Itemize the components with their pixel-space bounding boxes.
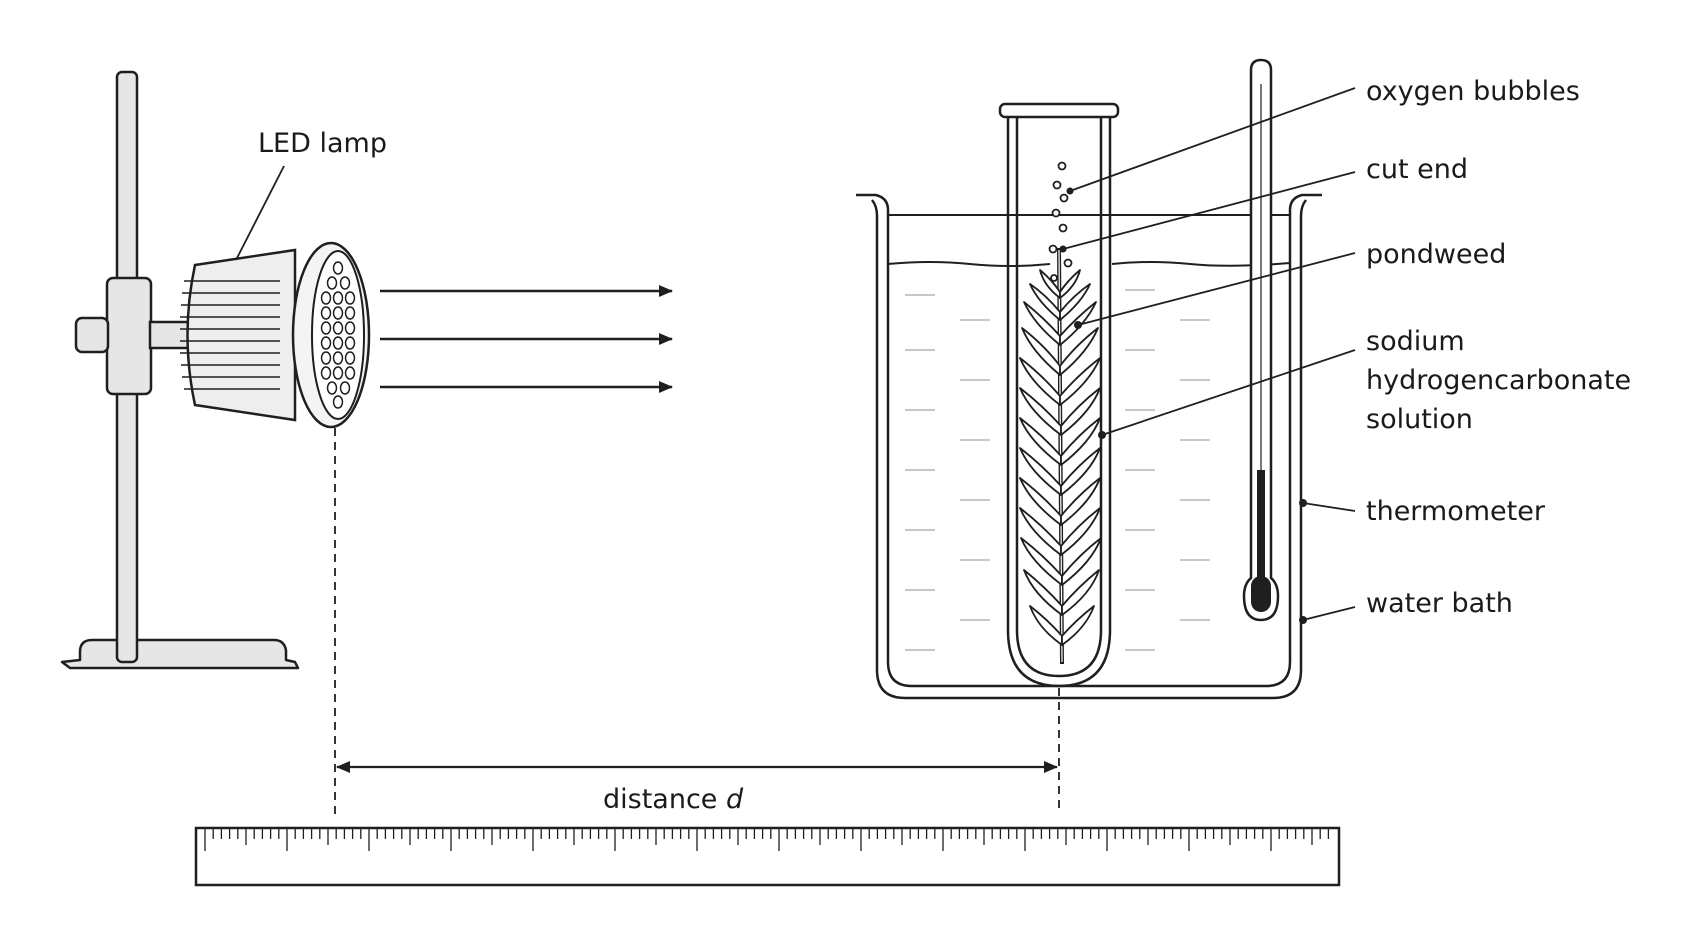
leader-water-bath: [1302, 606, 1356, 621]
test-tube-outer: [1006, 117, 1112, 688]
ruler-ticks: [204, 829, 1330, 851]
label-distance: distance d: [603, 784, 744, 815]
thermometer-bulb: [1251, 576, 1271, 612]
thermometer-liquid: [1257, 470, 1265, 582]
stand-base: [60, 638, 300, 670]
leader-thermometer: [1302, 502, 1356, 512]
bubble: [1058, 223, 1068, 233]
lamp-fins: [180, 280, 280, 390]
label-distance-prefix: distance: [603, 784, 726, 815]
lamp-body: [186, 248, 297, 422]
ruler: [194, 826, 1341, 887]
label-water-bath: water bath: [1366, 588, 1513, 619]
bubble: [1048, 244, 1058, 254]
oxygen-bubbles: [1048, 161, 1073, 282]
bubble: [1051, 208, 1061, 218]
bubble: [1052, 180, 1062, 190]
clamp-boss: [105, 276, 153, 396]
leader-led-lamp: [235, 165, 285, 261]
thermometer: [1242, 58, 1280, 622]
water-dashes: [905, 289, 1210, 651]
water-surface: [887, 261, 1291, 267]
retort-stand: [60, 70, 300, 670]
leader-solution: [1101, 349, 1356, 436]
pondweed-leaves: [1019, 269, 1102, 646]
bubble: [1057, 161, 1067, 171]
light-rays: [380, 285, 673, 393]
label-thermometer: thermometer: [1366, 496, 1546, 527]
ruler-body: [194, 826, 1341, 887]
test-tube: [998, 102, 1120, 688]
beaker-outer-wall: [856, 193, 1322, 688]
label-solution-line1: sodium: [1366, 326, 1465, 357]
label-oxygen-bubbles: oxygen bubbles: [1366, 76, 1580, 107]
label-cut-end: cut end: [1366, 154, 1468, 185]
leader-oxygen-bubbles: [1069, 87, 1356, 192]
clamp-screw: [74, 316, 110, 354]
test-tube-lip: [998, 102, 1120, 119]
clamp-arm: [148, 320, 192, 350]
beaker-inner-wall: [871, 199, 1307, 700]
lamp-face: [311, 250, 365, 420]
labels-right: [1059, 87, 1356, 624]
label-solution-line3: solution: [1366, 404, 1473, 435]
leader-pondweed: [1077, 252, 1356, 326]
label-pondweed: pondweed: [1366, 239, 1506, 270]
bubble: [1050, 274, 1058, 282]
bubble: [1063, 258, 1073, 268]
label-solution-line2: hydrogencarbonate: [1366, 365, 1631, 396]
test-tube-inner: [1015, 117, 1103, 678]
bubble: [1059, 193, 1069, 203]
pondweed: [1019, 247, 1102, 665]
led-lamp: [180, 241, 371, 429]
distance-marker: [334, 428, 1060, 814]
leader-cut-end: [1062, 171, 1356, 250]
label-distance-variable: d: [726, 784, 744, 815]
label-led-lamp: LED lamp: [258, 128, 387, 159]
led-array: [320, 261, 356, 409]
